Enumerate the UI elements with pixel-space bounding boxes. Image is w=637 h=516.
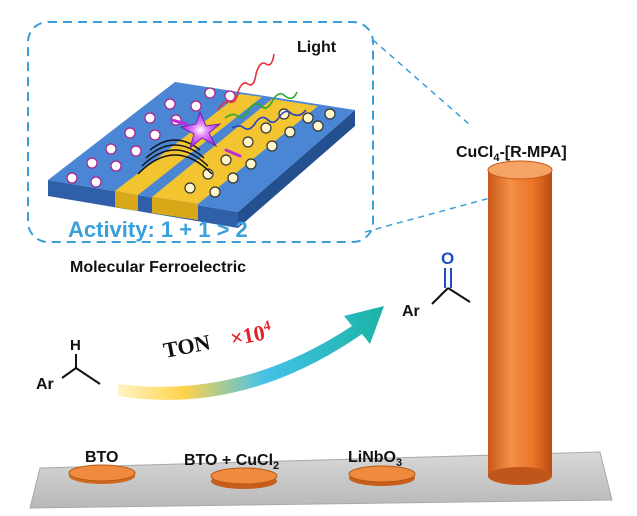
bar-label-cucl4-rmpa: CuCl4-[R-MPA] bbox=[456, 144, 567, 164]
bar-label-bto-cucl2: BTO + CuCl2 bbox=[184, 452, 279, 472]
reactant-h-label: H bbox=[70, 337, 81, 354]
multiplier-label: ×104 bbox=[228, 318, 274, 350]
bar-label-linbo3: LiNbO3 bbox=[348, 449, 402, 469]
field-waves bbox=[137, 139, 213, 175]
product-o-label: O bbox=[441, 249, 454, 268]
inset-caption: Molecular Ferroelectric bbox=[70, 259, 246, 276]
platform bbox=[29, 451, 613, 509]
light-wave-icon bbox=[217, 53, 307, 130]
positive-charges bbox=[66, 87, 236, 188]
connector-line-bottom bbox=[364, 197, 491, 233]
sparkle-icon bbox=[170, 110, 242, 158]
inset-dashed-box bbox=[27, 21, 374, 243]
connector-line-top bbox=[372, 39, 471, 126]
ton-label: TON bbox=[161, 329, 212, 363]
product-structure bbox=[431, 268, 471, 305]
short-bar-linbo3 bbox=[348, 465, 416, 486]
activity-label: Activity: 1 + 1 > 2 bbox=[68, 217, 248, 242]
bar-label-bto: BTO bbox=[85, 449, 118, 466]
short-bar-bto bbox=[68, 464, 136, 484]
reactant-ar-label: Ar bbox=[36, 376, 54, 393]
product-ar-label: Ar bbox=[402, 303, 420, 320]
arrow-icon bbox=[118, 306, 384, 400]
light-label: Light bbox=[297, 39, 337, 56]
negative-charges bbox=[184, 108, 336, 198]
reactant-structure bbox=[61, 354, 101, 385]
tall-bar-cucl4-rmpa bbox=[487, 160, 553, 485]
short-bar-bto-cucl2 bbox=[210, 467, 278, 489]
ferroelectric-slab bbox=[48, 82, 355, 228]
